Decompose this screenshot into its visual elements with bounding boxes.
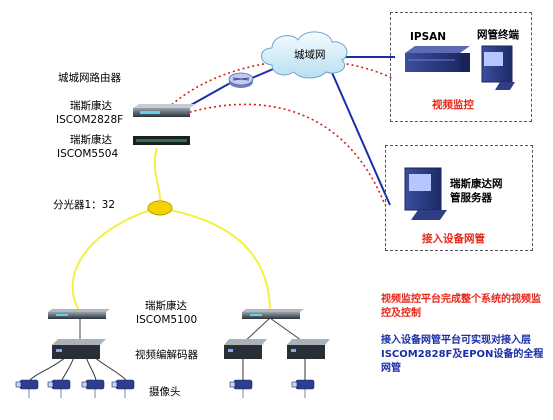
access-nm-box (385, 145, 533, 251)
camera-cables (29, 356, 306, 381)
nm-server-label-2: 管服务器 (450, 192, 492, 204)
iscom5504-device (133, 136, 190, 145)
iscom2828f-device (133, 104, 196, 117)
access-nm-label: 接入设备网管 (422, 233, 485, 245)
codec-left (52, 339, 106, 359)
splitter-label: 分光器1：32 (53, 199, 116, 211)
model-a-label: ISCOM2828F (56, 114, 124, 126)
model-b-label: ISCOM5504 (57, 148, 119, 160)
fiber-splitter-right (169, 209, 271, 313)
camera-icon (111, 379, 135, 398)
camera-icons (15, 379, 315, 398)
nm-terminal-icon (481, 45, 515, 90)
video-monitor-label: 视频监控 (432, 99, 474, 111)
vendor-a-label: 瑞斯康达 (70, 100, 112, 112)
codec-right (287, 339, 330, 359)
camera-icon (47, 379, 71, 398)
iscom5100-right (242, 309, 304, 319)
metro-cloud-label: 城域网 (294, 49, 326, 61)
metro-cloud-icon (261, 31, 348, 79)
router-icon (228, 72, 254, 88)
blue-links (181, 56, 395, 206)
access-nm-note: 接入设备网管平台可实现对接入层ISCOM2828F及EPON设备的全程网管 (381, 335, 544, 374)
metro-router-label: 城城网路由器 (58, 72, 121, 84)
ipsan-label: IPSAN (410, 31, 447, 43)
camera-icon (15, 379, 39, 398)
camera-icon (291, 379, 315, 398)
fiber-splitter-left (71, 209, 151, 313)
splitter-icon (147, 200, 173, 216)
onu-codec-links (79, 317, 306, 344)
nm-terminal-label: 网管终端 (477, 29, 519, 41)
nm-server-icon (404, 167, 447, 220)
camera-icon (229, 379, 253, 398)
video-monitor-box (390, 12, 532, 122)
nm-server-label-1: 瑞斯康达网 (450, 178, 503, 190)
iscom5100-left (48, 309, 110, 319)
fiber-links (71, 147, 271, 313)
codec-mid (224, 339, 267, 359)
model-c-label: ISCOM5100 (136, 314, 198, 326)
vendor-b-label: 瑞斯康达 (70, 134, 112, 146)
codec-label: 视频编解码器 (135, 349, 198, 361)
camera-label: 摄像头 (149, 386, 181, 398)
vendor-c-label: 瑞斯康达 (145, 300, 187, 312)
camera-icon (81, 379, 105, 398)
video-platform-note: 视频监控平台完成整个系统的视频监控及控制 (381, 294, 541, 319)
ipsan-device (405, 46, 470, 72)
fiber-olt-splitter (153, 147, 162, 206)
